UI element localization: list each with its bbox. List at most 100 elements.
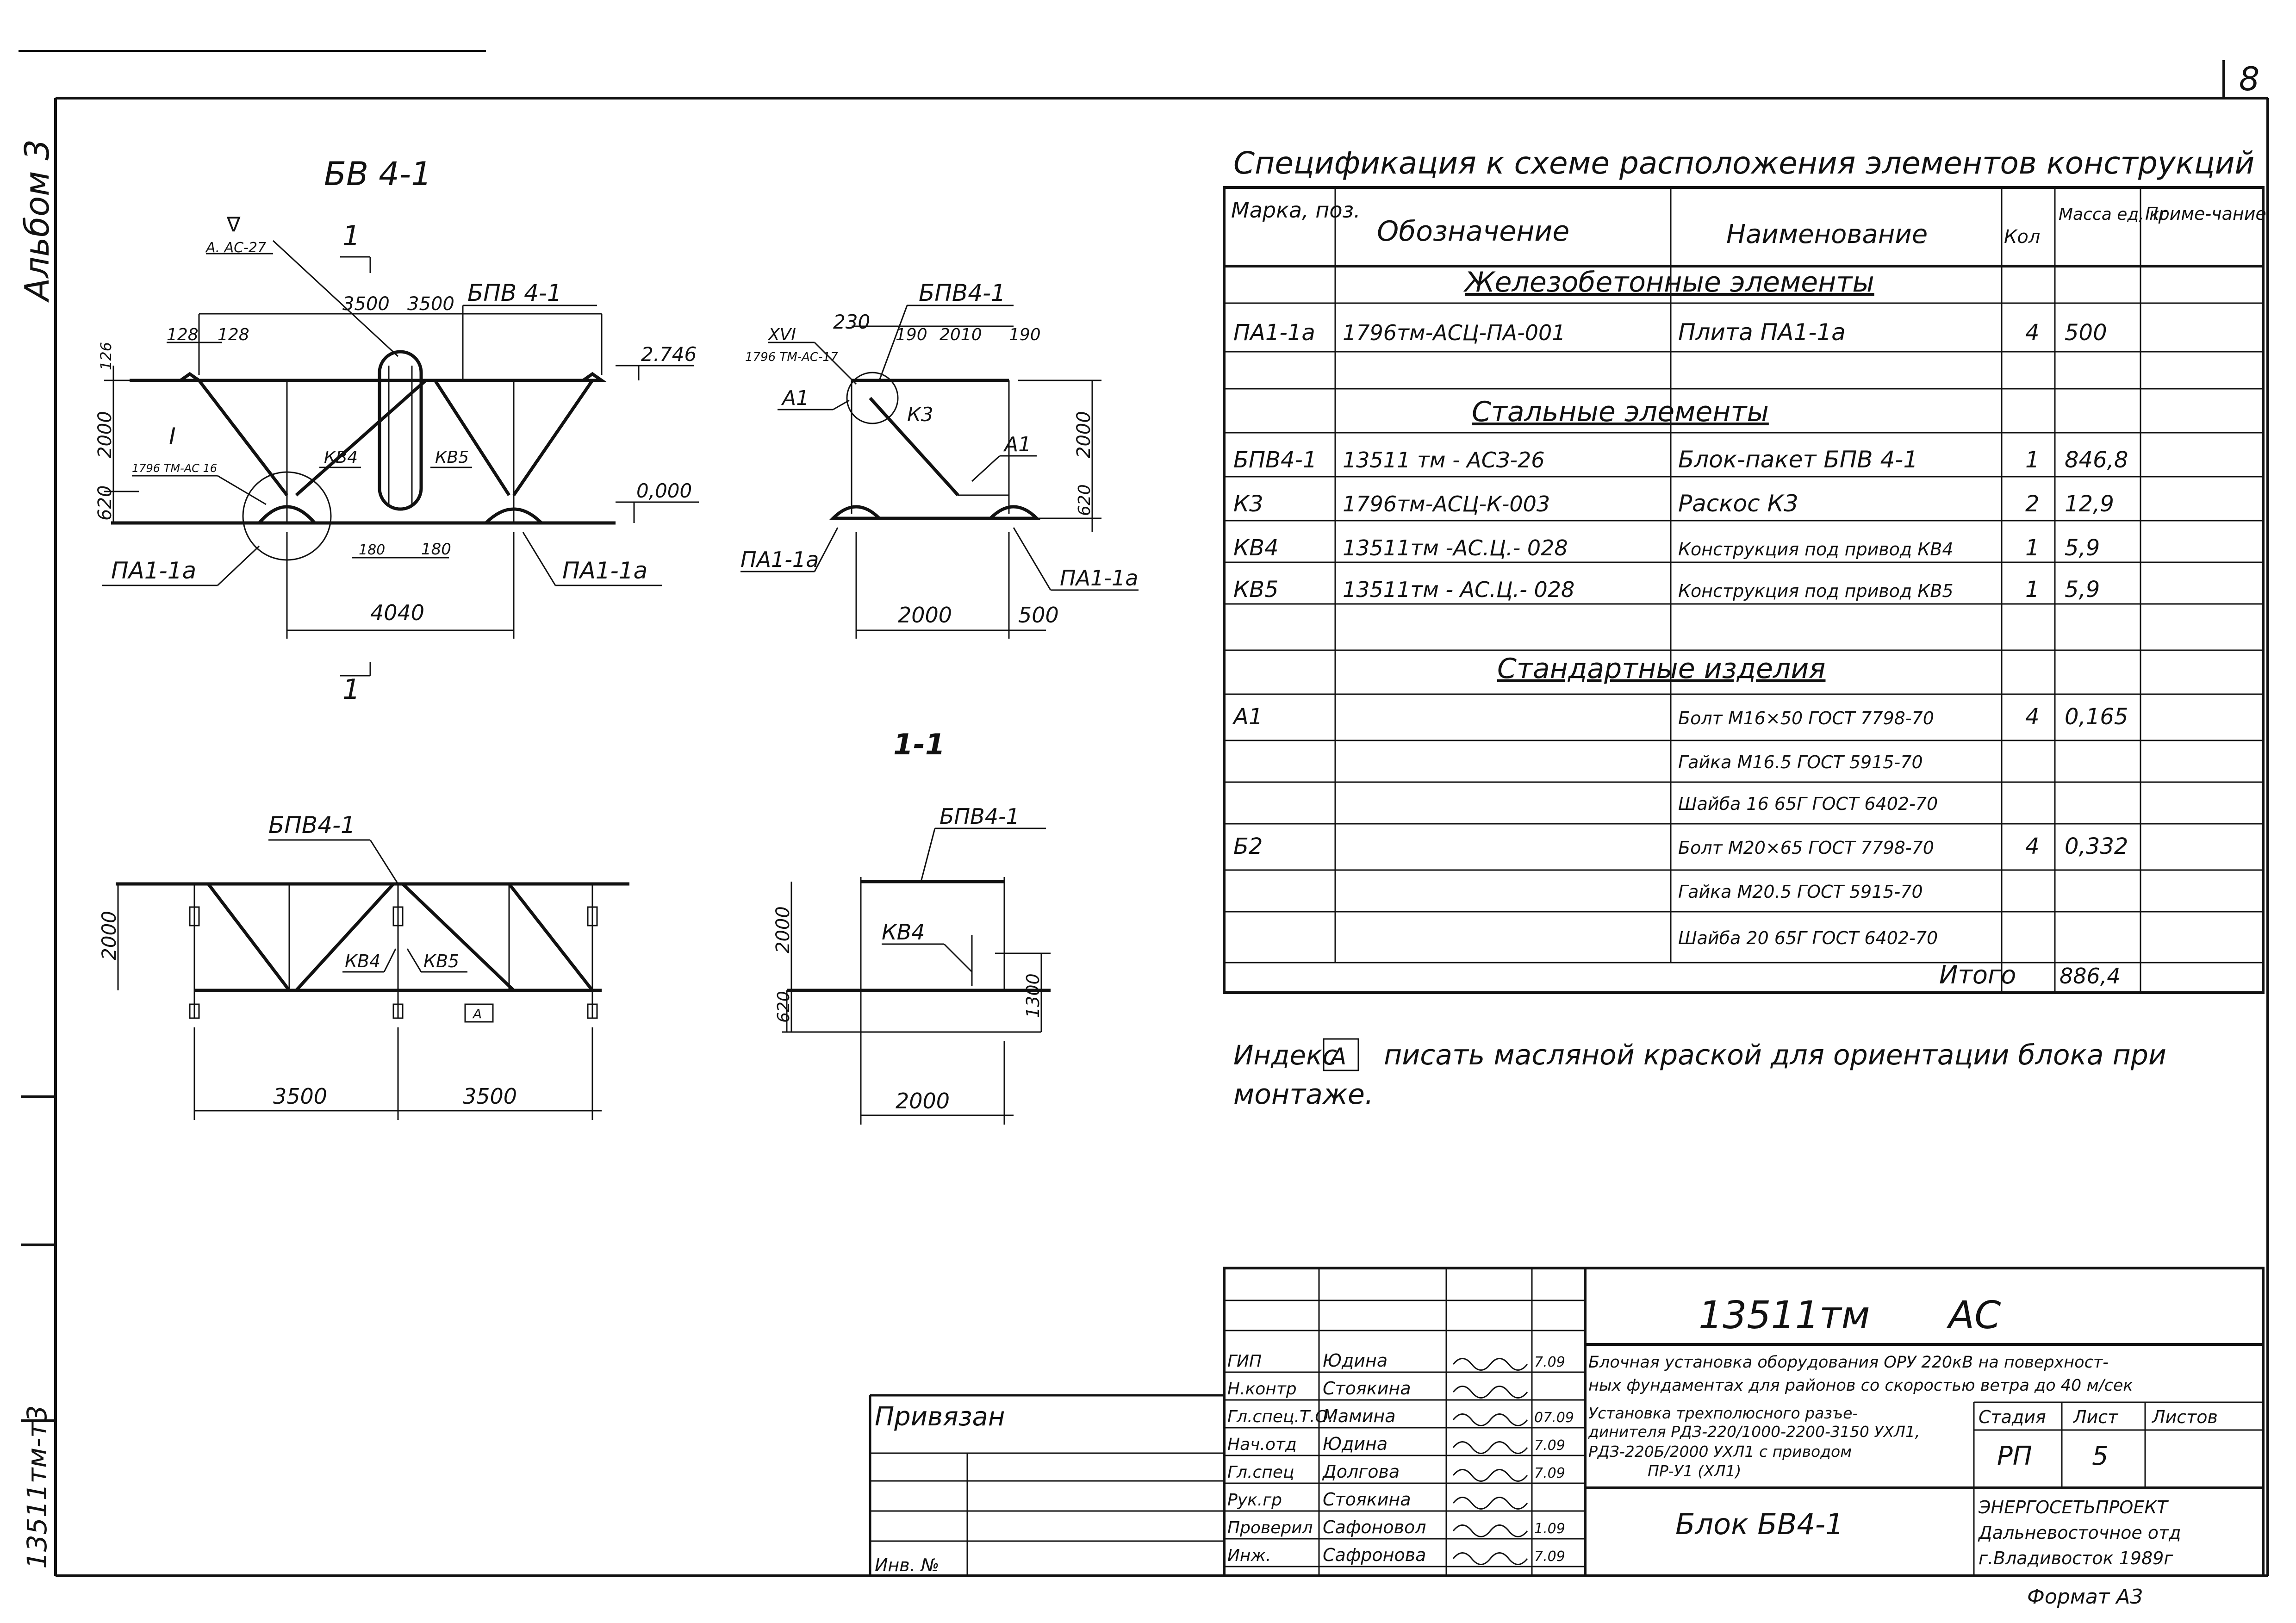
- dim-2010: 2010: [940, 325, 982, 344]
- dim-620: 620: [94, 485, 116, 521]
- stamp-org-3: г.Владивосток 1989г: [1979, 1548, 2173, 1568]
- label-kv5: КВ5: [423, 951, 459, 971]
- section-rc: Железобетонные элементы: [1463, 266, 1874, 298]
- stamp-role-0: ГИП: [1227, 1352, 1262, 1371]
- spec-cell-steel-0-2: Блок-пакет БПВ 4-1: [1678, 446, 1918, 473]
- spec-cell-std-3-0: Б2: [1233, 833, 1263, 859]
- spec-cell-steel-3-2: Конструкция под привод КВ5: [1678, 581, 1954, 601]
- header-mass: Масса ед, кг: [2059, 205, 2169, 224]
- spec-table: Спецификация к схеме расположения элемен…: [1223, 145, 2266, 994]
- spec-cell-steel-3-1: 13511тм - АС.Ц.- 028: [1343, 577, 1574, 602]
- stamp-desc-3: Установка трехполюсного разъе-: [1588, 1404, 1858, 1422]
- signature-4: [1452, 1469, 1528, 1482]
- dim-2000-v: 2000: [1073, 411, 1095, 458]
- section-title: 1-1: [893, 728, 945, 761]
- spec-cell-steel-2-2: Конструкция под привод КВ4: [1678, 539, 1954, 560]
- dim-620-v: 620: [1075, 484, 1094, 516]
- spec-cell-std-0-3: 4: [2025, 704, 2040, 730]
- stamp-desc-4: динителя РДЗ-220/1000-2200-3150 УХЛ1,: [1588, 1423, 1920, 1441]
- signature-1: [1452, 1386, 1528, 1399]
- dim-620: 620: [774, 991, 793, 1023]
- spec-cell-steel-1-3: 2: [2025, 491, 2040, 517]
- stamp-role-2: Гл.спец.Т.О.: [1227, 1407, 1333, 1426]
- stamp-code-suffix: АС: [1946, 1293, 2001, 1337]
- spec-cell-steel-3-0: КВ5: [1233, 577, 1279, 603]
- spec-cell-std-5-2: Шайба 20 65Г ГОСТ 6402-70: [1678, 928, 1938, 948]
- section-mark-top: 1: [342, 220, 360, 252]
- header-designation: Обозначение: [1377, 215, 1569, 248]
- spec-cell-steel-1-2: Раскос К3: [1678, 490, 1798, 517]
- label-pa-right: ПА1-1а: [562, 557, 647, 584]
- privyazan-label: Привязан: [875, 1402, 1005, 1432]
- spec-cell-rc-0-4: 500: [2065, 320, 2107, 346]
- spec-cell-steel-2-0: КВ4: [1233, 535, 1279, 561]
- label-bpv: БПВ 4-1: [467, 280, 562, 306]
- label-pa-right: ПА1-1а: [1060, 566, 1138, 591]
- stamp-name-2: Мамина: [1323, 1406, 1396, 1426]
- stamp-stage-label: Стадия: [1979, 1407, 2046, 1427]
- privyazan-block: Привязан Инв. №: [869, 1394, 1224, 1576]
- drawing-side-view: БПВ4-1 XVI 1796 ТМ-АС-17 230 190 2010 19…: [740, 280, 1139, 761]
- label-kv5: КВ5: [435, 448, 469, 467]
- stamp-code: 13511тм: [1699, 1293, 1870, 1337]
- spec-cell-rc-0-3: 4: [2025, 320, 2040, 346]
- stamp-role-4: Гл.спец: [1227, 1463, 1294, 1482]
- dim-2000-h: 2000: [896, 1088, 950, 1113]
- dim-3500-a: 3500: [342, 293, 390, 315]
- stamp-name-4: Долгова: [1322, 1461, 1400, 1482]
- spec-cell-steel-1-4: 12,9: [2065, 491, 2114, 517]
- header-mark: Марка, поз.: [1231, 198, 1361, 223]
- dim-126: 126: [97, 342, 115, 370]
- dim-190-b: 190: [1009, 325, 1041, 344]
- spec-cell-steel-0-3: 1: [2025, 447, 2040, 473]
- stamp-name-6: Сафоновол: [1323, 1517, 1426, 1537]
- level-0000: 0,000: [636, 479, 692, 502]
- stamp-date-6: 1.09: [1534, 1521, 1565, 1537]
- format-label: Формат А3: [2027, 1585, 2143, 1609]
- spec-cell-steel-0-4: 846,8: [2065, 447, 2128, 473]
- level-2746: 2.746: [641, 343, 697, 366]
- stamp-date-3: 7.09: [1534, 1437, 1565, 1454]
- note-mark: А: [1329, 1043, 1346, 1070]
- label-pa-left: ПА1-1а: [111, 557, 196, 584]
- spec-cell-steel-3-3: 1: [2025, 577, 2040, 603]
- spec-cell-steel-0-0: БПВ4-1: [1233, 447, 1317, 473]
- dim-1300: 1300: [1023, 973, 1043, 1018]
- stamp-role-7: Инж.: [1227, 1546, 1271, 1565]
- stamp-date-4: 7.09: [1534, 1465, 1565, 1481]
- dim-4040: 4040: [370, 600, 424, 625]
- stamp-name-7: Сафронова: [1323, 1545, 1426, 1565]
- stamp-role-6: Проверил: [1227, 1518, 1313, 1537]
- stamp-role-5: Рук.гр: [1227, 1491, 1282, 1510]
- level-ref-code: А. АС-27: [205, 240, 266, 256]
- drawing-bv4-1-elevation: БВ 4-1: [94, 155, 699, 706]
- dim-128-a: 128: [167, 325, 199, 344]
- page-number: 8: [2239, 60, 2260, 98]
- signature-3: [1452, 1441, 1528, 1454]
- spec-cell-rc-0-2: Плита ПА1-1а: [1678, 319, 1846, 346]
- header-name: Наименование: [1726, 219, 1928, 249]
- section-mark-bottom: 1: [342, 673, 360, 706]
- stamp-role-1: Н.контр: [1227, 1380, 1297, 1399]
- label-a1-right: А1: [1003, 433, 1031, 456]
- note: Индекс А писать масляной краской для ори…: [1233, 1038, 2166, 1111]
- signature-0: [1452, 1358, 1528, 1371]
- total-value: 886,4: [2060, 964, 2121, 989]
- index-mark: А: [472, 1006, 482, 1021]
- dim-190-a: 190: [896, 325, 927, 344]
- dim-2000: 2000: [772, 906, 794, 953]
- dim-128-b: 128: [218, 325, 249, 344]
- label-a1-left: А1: [781, 386, 809, 410]
- stamp-name-5: Стоякина: [1323, 1489, 1411, 1510]
- stamp-org-2: Дальневосточное отд: [1978, 1523, 2181, 1543]
- signature-6: [1452, 1524, 1528, 1537]
- note-prefix: Индекс: [1233, 1039, 1337, 1071]
- dim-2000: 2000: [98, 911, 120, 960]
- stamp-stage-value: РП: [1997, 1441, 2032, 1471]
- spec-cell-std-3-2: Болт М20×65 ГОСТ 7798-70: [1678, 838, 1934, 858]
- section-steel: Стальные элементы: [1472, 396, 1769, 428]
- level-ref-mark: ∇: [226, 213, 241, 236]
- label-bpv: БПВ4-1: [268, 812, 355, 839]
- spec-cell-steel-1-1: 1796тм-АСЦ-К-003: [1343, 491, 1550, 516]
